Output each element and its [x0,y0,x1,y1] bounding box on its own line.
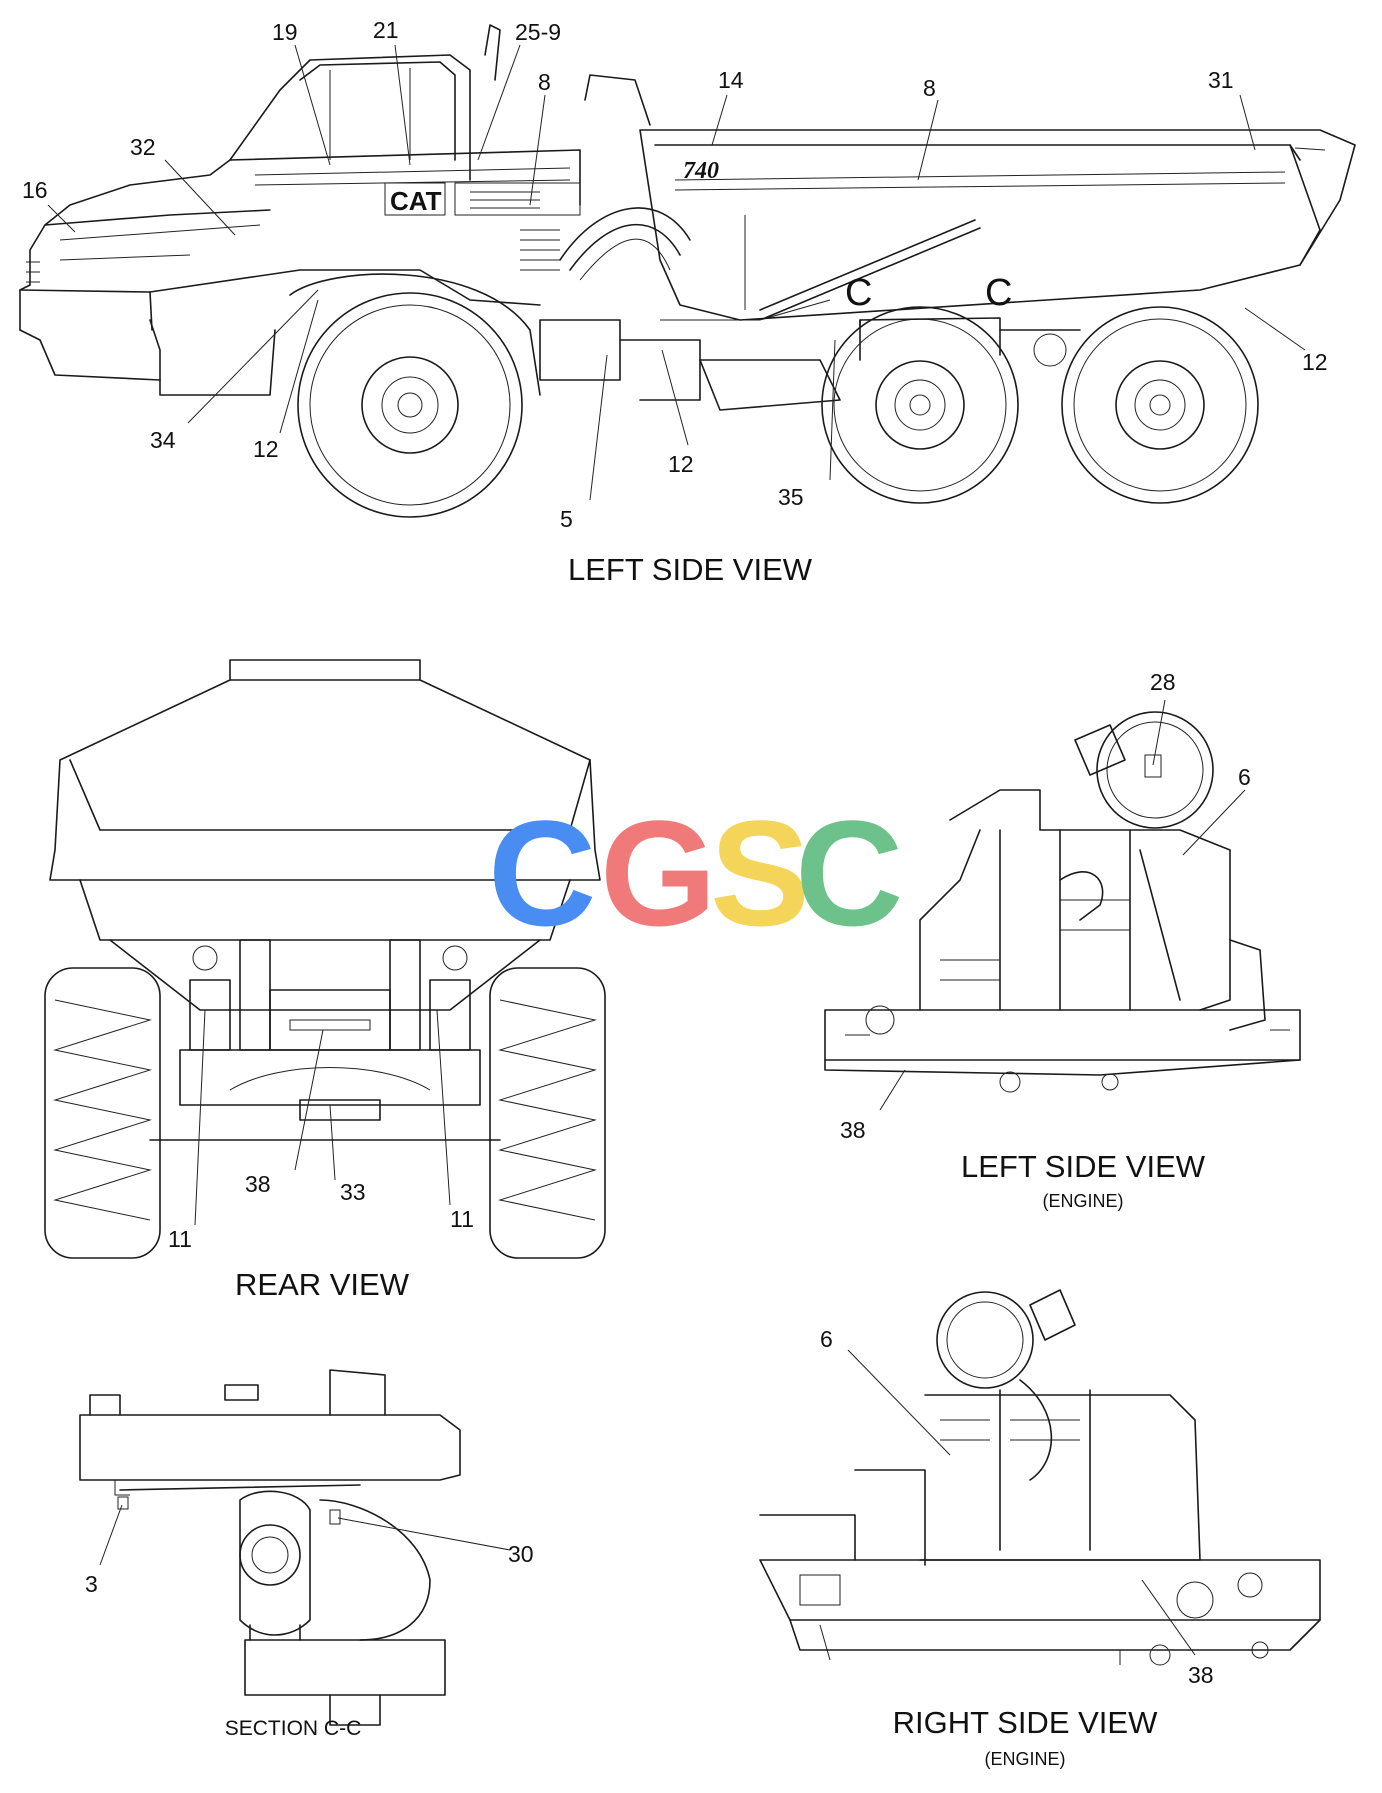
callout-31: 31 [1208,67,1234,93]
callout-3: 3 [85,1571,98,1597]
title-left-side-view: LEFT SIDE VIEW [568,552,813,587]
engine-right-side-drawing [759,1289,1321,1666]
callout-8-body: 8 [923,75,936,101]
callout-19: 19 [272,19,298,45]
rear-right-tire [489,967,606,1259]
rear-wheel-2 [1061,306,1259,504]
callout-30: 30 [508,1541,534,1567]
callout-25-9: 25-9 [515,19,561,45]
callout-12-rear: 12 [1302,349,1328,375]
front-wheel [297,292,523,518]
section-marker-c-right: C [985,272,1012,314]
watermark-letter-2: G [600,789,717,957]
callout-16: 16 [22,177,48,203]
cat-brand-decal: CAT [390,186,442,216]
callouts: 19 21 25-9 8 14 8 31 32 16 34 12 5 12 35… [22,17,1328,1688]
callout-6-engine-left: 6 [1238,764,1251,790]
callout-12-hitch: 12 [668,451,694,477]
callout-35: 35 [778,484,804,510]
truck-left-side-drawing [19,24,1356,518]
callout-8-cab: 8 [538,69,551,95]
engine-left-side-drawing [824,711,1301,1093]
rear-view-drawing [44,659,606,1259]
title-section-cc: SECTION C-C [225,1717,362,1740]
callout-38-engine-right: 38 [1188,1662,1214,1688]
watermark-letter-4: C [795,789,903,957]
watermark-letter-3: S [710,789,810,957]
title-engine-left-side-view: LEFT SIDE VIEW [961,1149,1206,1184]
leader-lines [47,44,1306,1656]
section-cc-drawing [79,1369,461,1726]
callout-32: 32 [130,134,156,160]
callout-38-rear: 38 [245,1171,271,1197]
model-decal: 740 [683,158,719,184]
callout-38-engine-left: 38 [840,1117,866,1143]
watermark-logo: C G S C [488,789,903,957]
callout-21: 21 [373,17,399,43]
rear-wheel-1 [821,306,1019,504]
callout-34: 34 [150,427,176,453]
callout-11-left: 11 [168,1226,192,1252]
callout-5: 5 [560,506,573,532]
title-engine-right-side-view: RIGHT SIDE VIEW [893,1705,1158,1740]
watermark-letter-1: C [488,789,596,957]
title-rear-view: REAR VIEW [235,1267,410,1302]
callout-6-engine-right: 6 [820,1326,833,1352]
callout-11-right: 11 [450,1206,474,1232]
rear-left-tire [44,967,161,1259]
callout-28: 28 [1150,669,1176,695]
subtitle-engine-left: (ENGINE) [1043,1191,1124,1211]
callout-12-front: 12 [253,436,279,462]
callout-33: 33 [340,1179,366,1205]
section-marker-c-left: C [845,272,872,314]
subtitle-engine-right: (ENGINE) [985,1749,1066,1769]
callout-14: 14 [718,67,744,93]
